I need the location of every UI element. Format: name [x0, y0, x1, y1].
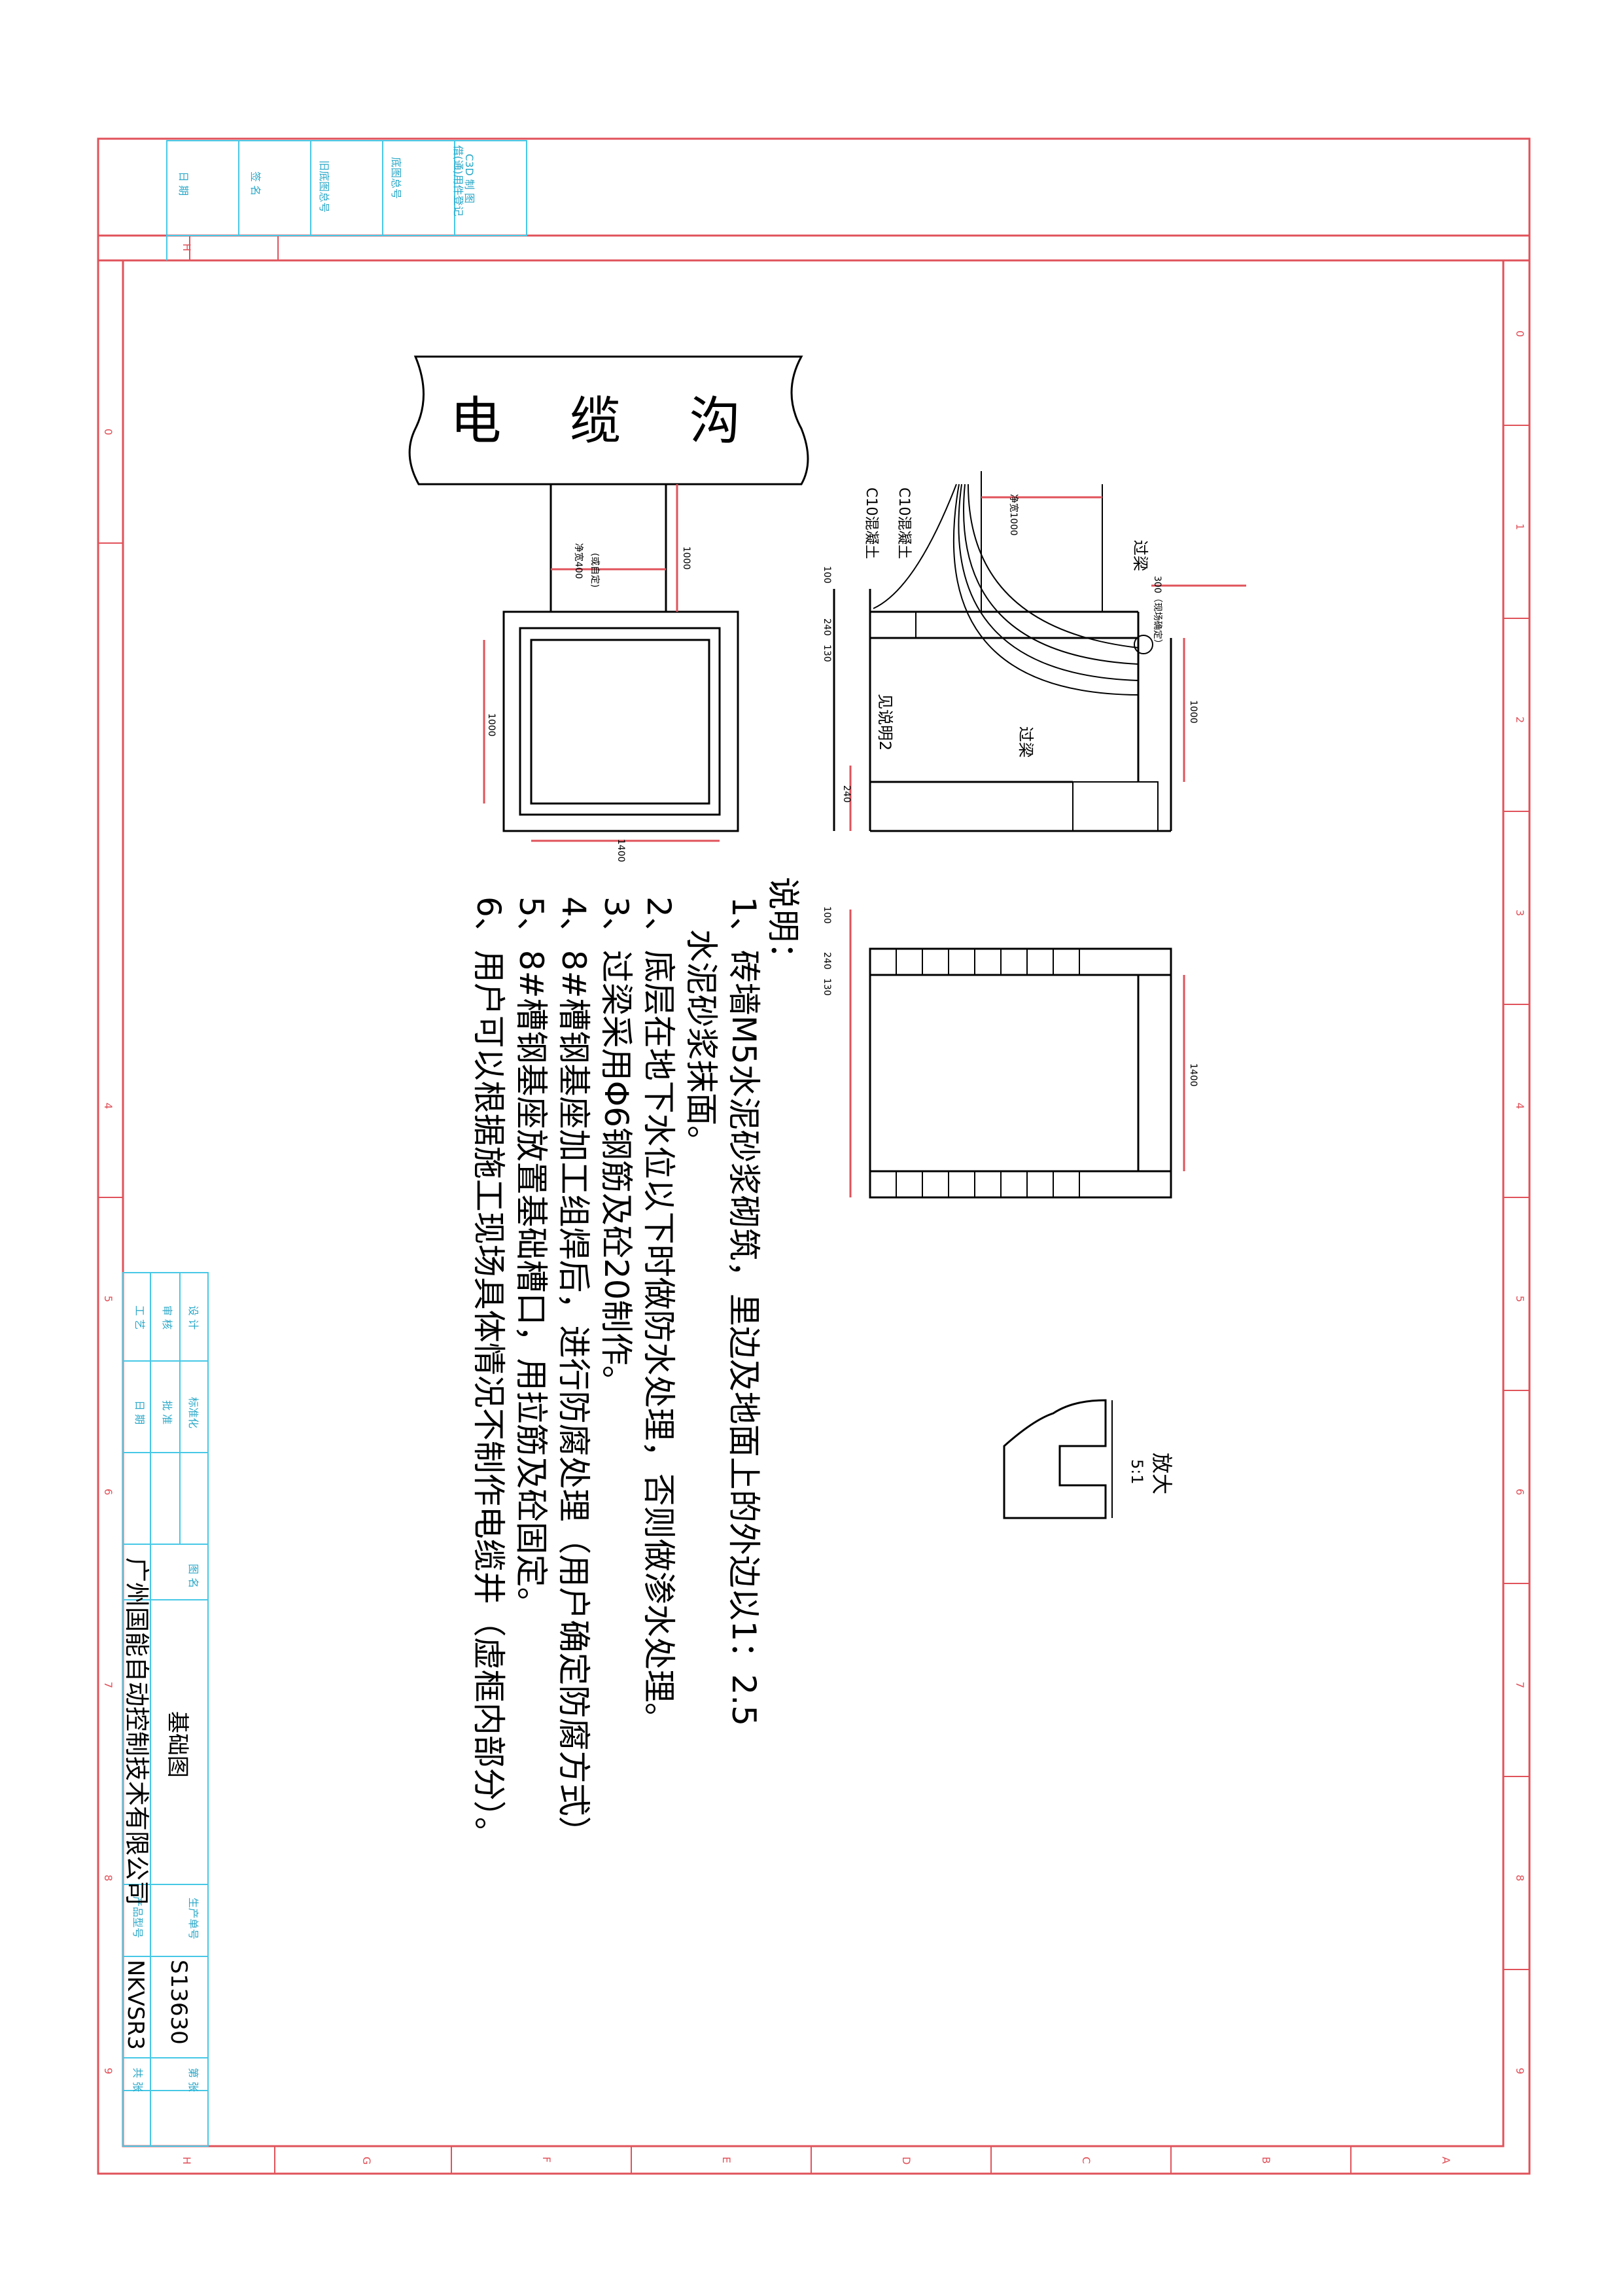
tb-product-model: NKVSR3: [122, 1960, 148, 2050]
section-c10-upper-label: C10混凝土: [896, 487, 912, 559]
enlarged-detail: 放大 5:1: [1003, 1399, 1174, 1519]
notes-block: 说明： 1、砖墙M5水泥砂浆砌筑，里边及地面上的外边以1：2.5 水泥砂浆抹面。…: [470, 877, 802, 1850]
section-dim-240-b: 240: [841, 785, 852, 803]
svg-text:G: G: [360, 2157, 373, 2164]
plan-clear-width-label: 净宽400: [573, 543, 584, 579]
svg-text:B: B: [1260, 2157, 1272, 2164]
stamp-old-base-label: 旧底图总号: [318, 160, 330, 213]
tb-process-label: 工 艺: [133, 1305, 146, 1330]
brick-dim-100: 100: [822, 906, 832, 924]
section-dim-300-label: 300（现场确定）: [1152, 576, 1162, 648]
inner-frame: [122, 259, 1505, 2147]
grid-column-numbers-right: 0 1 2 3 4 5 6 7 8 9: [1514, 330, 1526, 2074]
note-3: 3、过梁采用Φ6钢筋及砼20制作。: [597, 896, 635, 1398]
cable-trench-label: 电 缆 沟: [450, 392, 767, 451]
stamp-c3d-label: C3D 制 图: [463, 154, 476, 203]
tb-reviewer-label: 审 核: [161, 1305, 173, 1330]
svg-text:A: A: [1440, 2157, 1452, 2164]
stamp-borrow-label: 借(通)用件登记: [452, 145, 464, 217]
svg-text:6: 6: [1514, 1489, 1526, 1495]
section-lintel-top-label: 过梁: [1131, 540, 1149, 571]
tb-production-no-label: 生产单号: [187, 1898, 200, 1939]
tb-total-label: 共 张: [131, 2068, 144, 2092]
brick-dim-1400: 1400: [1188, 1063, 1198, 1087]
plan-dim-1000-vertical: 1000: [681, 546, 691, 570]
tb-designer-label: 设 计: [187, 1305, 200, 1330]
stamp-date-label: 日 期: [177, 171, 190, 196]
section-lintel-bottom-label: 过梁: [1017, 726, 1035, 758]
top-stamp-block: 日 期 签 名 旧底图总号 借(通)用件登记 底图总号 C3D 制 图: [166, 140, 527, 260]
grid-row-letters: H G F E D C B A H: [181, 243, 1452, 2164]
bottom-margin-ticks: [274, 2146, 1352, 2174]
section-dim-100: 100: [822, 566, 832, 584]
brick-dim-130: 130: [822, 978, 832, 996]
cable-trench-shape: 电 缆 沟: [408, 355, 809, 486]
svg-text:H: H: [181, 2157, 193, 2164]
svg-text:6: 6: [102, 1489, 114, 1495]
svg-text:0: 0: [102, 429, 114, 435]
section-dim-240: 240: [822, 618, 832, 636]
svg-text:3: 3: [1514, 910, 1526, 916]
plan-dim-1000-side: 1000: [486, 713, 497, 737]
enlarge-ratio: 5:1: [1128, 1459, 1146, 1485]
section-see-note-2-label: 见说明2: [876, 694, 894, 751]
svg-text:D: D: [900, 2157, 913, 2164]
title-block: 设 计 审 核 工 艺 标准化 批 准 日 期 图 名 生产单号 产品型号 第 …: [122, 1272, 209, 2147]
svg-text:F: F: [540, 2157, 553, 2163]
plan-view: 净宽400 (或自定) 1000 1000 1400: [483, 484, 739, 862]
svg-text:7: 7: [1514, 1682, 1526, 1688]
svg-text:H: H: [181, 243, 193, 251]
tb-drawing-name: 基础图: [164, 1711, 190, 1778]
plan-dim-1400: 1400: [616, 839, 626, 862]
svg-text:4: 4: [1514, 1103, 1526, 1109]
outer-frame: [97, 137, 1531, 2175]
cable-curves: [873, 484, 1139, 696]
tb-production-no: S13630: [166, 1960, 192, 2045]
top-margin-ticks: [189, 236, 279, 260]
svg-text:8: 8: [1514, 1875, 1526, 1881]
svg-text:5: 5: [102, 1296, 114, 1302]
left-margin-ticks: [98, 542, 123, 1198]
tb-sheet-label: 第 张: [187, 2068, 200, 2092]
brick-wall-view: 1400 100 240 130: [822, 906, 1198, 1199]
svg-text:1: 1: [1514, 523, 1526, 530]
enlarge-label: 放大: [1149, 1453, 1174, 1494]
section-clear-width-label: 净宽1000: [1008, 494, 1019, 536]
section-dim-1000: 1000: [1188, 700, 1198, 724]
note-6: 6、用户可以根据施工现场具体情况不制作电缆井（虚框内部分）。: [470, 896, 508, 1850]
svg-text:7: 7: [102, 1682, 114, 1688]
svg-text:2: 2: [1514, 716, 1526, 723]
svg-text:C: C: [1080, 2157, 1092, 2164]
tb-drawing-name-label: 图 名: [187, 1564, 200, 1588]
svg-text:9: 9: [1514, 2068, 1526, 2074]
tb-date-label: 日 期: [133, 1400, 146, 1424]
tb-product-model-label: 产品型号: [131, 1896, 144, 1938]
section-c10-lower-label: C10混凝土: [863, 487, 879, 559]
note-5: 5、8#槽钢基座放置基础槽口，用拉筋及砼固定。: [512, 896, 550, 1620]
stamp-base-total-label: 底图总号: [390, 157, 402, 199]
note-1-cont: 水泥砂浆抹面。: [682, 929, 720, 1158]
svg-text:E: E: [720, 2157, 733, 2163]
svg-text:9: 9: [102, 2068, 114, 2074]
tb-approve-label: 批 准: [161, 1400, 173, 1424]
svg-text:4: 4: [102, 1103, 114, 1109]
tb-company-name: 广州国能自动控制技术有限公司: [122, 1557, 151, 1905]
tb-standard-label: 标准化: [187, 1397, 200, 1428]
plan-clear-width-note: (或自定): [589, 553, 600, 588]
brick-dim-240: 240: [822, 952, 832, 970]
notes-heading: 说明：: [764, 877, 802, 975]
stamp-sign-label: 签 名: [249, 171, 262, 196]
section-view: 净宽1000 C10混凝土 C10混凝土 过梁 300（现场确定） 1000 见…: [822, 471, 1246, 832]
svg-text:8: 8: [102, 1875, 114, 1881]
note-1: 1、砖墙M5水泥砂浆砌筑，里边及地面上的外边以1：2.5: [725, 896, 763, 1726]
right-margin-ticks: [1503, 425, 1529, 1970]
section-dim-130: 130: [822, 645, 832, 662]
note-2: 2、底层在地下水位以下时做防水处理，否则做渗水处理。: [640, 896, 678, 1735]
svg-text:0: 0: [1514, 330, 1526, 337]
grid-column-numbers-left: 0 4 5 6 7 8 9: [102, 429, 114, 2074]
note-4: 4、8#槽钢基座加工组焊后，进行防腐处理（用户确定防腐方式）: [555, 896, 593, 1849]
svg-text:5: 5: [1514, 1296, 1526, 1302]
